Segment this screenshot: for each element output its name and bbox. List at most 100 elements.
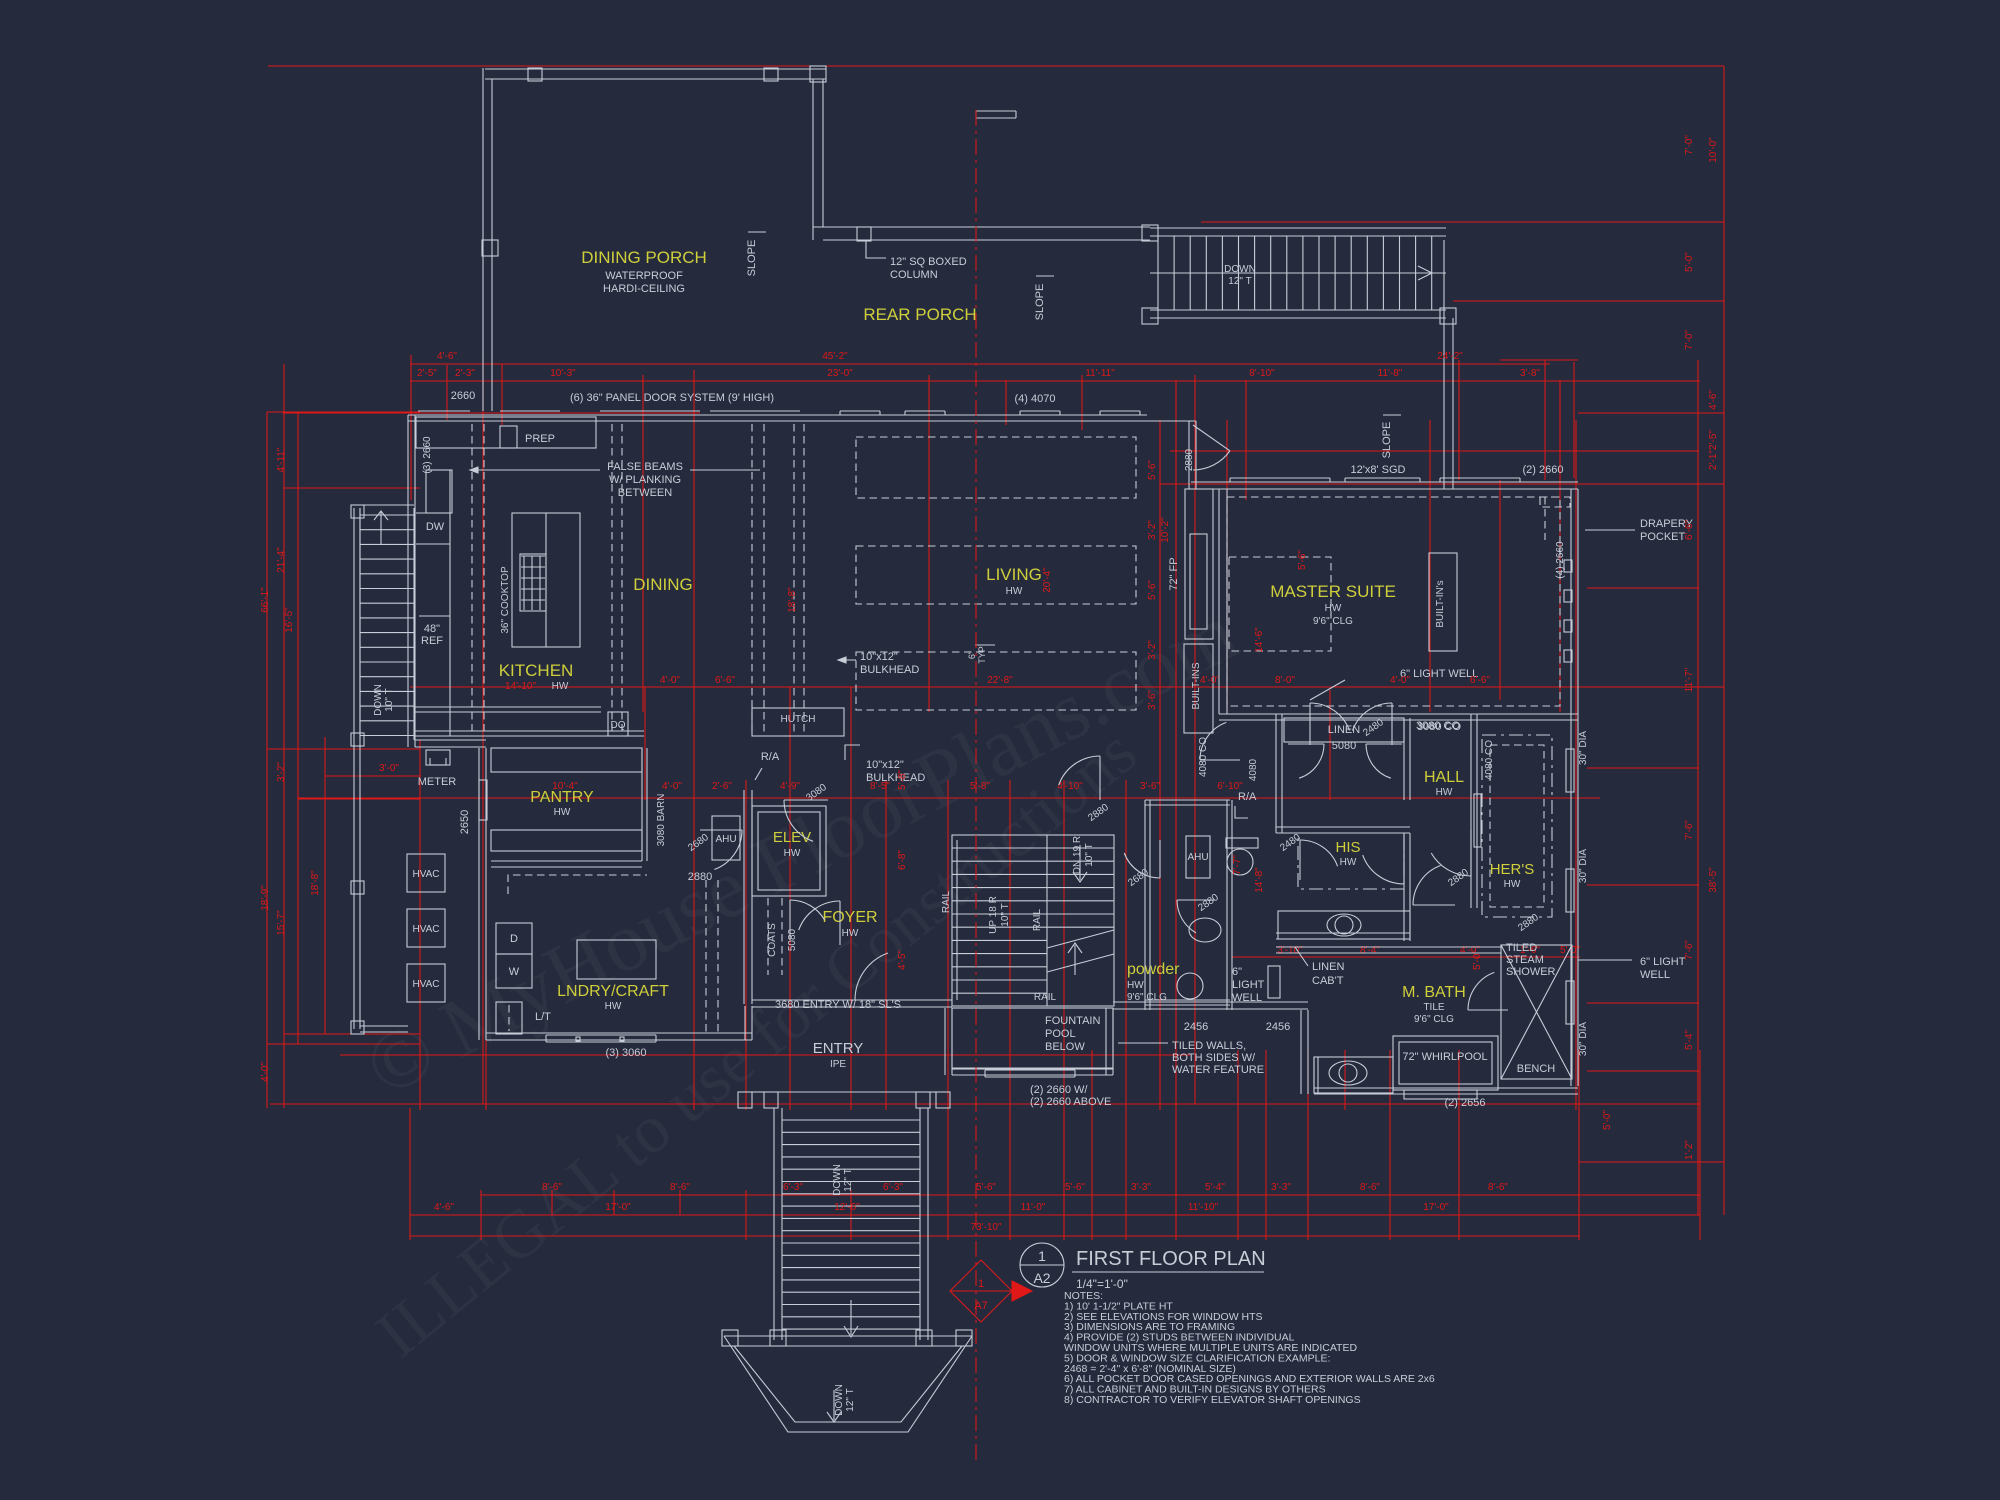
svg-text:2'-5": 2'-5"	[1708, 430, 1719, 450]
svg-text:HW: HW	[1436, 787, 1453, 798]
svg-text:L/T: L/T	[535, 1011, 551, 1023]
svg-text:HW: HW	[842, 928, 859, 939]
svg-text:45'-2": 45'-2"	[822, 351, 848, 362]
svg-text:BELOW: BELOW	[1045, 1041, 1085, 1053]
svg-text:D: D	[510, 933, 518, 945]
svg-text:2456: 2456	[1184, 1021, 1208, 1033]
svg-text:6": 6"	[967, 651, 977, 659]
svg-text:16'-5": 16'-5"	[284, 607, 295, 633]
svg-text:NOTES:: NOTES:	[1064, 1290, 1103, 1302]
svg-text:A2: A2	[1033, 1270, 1050, 1286]
svg-text:(2) 2660 ABOVE: (2) 2660 ABOVE	[1030, 1096, 1111, 1108]
svg-text:4'-6": 4'-6"	[437, 351, 457, 362]
svg-text:7'-0": 7'-0"	[1684, 135, 1695, 155]
svg-text:2'-1": 2'-1"	[1708, 450, 1719, 470]
svg-text:BOTH SIDES W/: BOTH SIDES W/	[1172, 1052, 1256, 1064]
svg-text:REF: REF	[421, 635, 443, 647]
svg-text:10" T: 10" T	[1000, 903, 1011, 926]
svg-text:HARDI-CEILING: HARDI-CEILING	[603, 283, 685, 295]
svg-text:5'-6": 5'-6"	[1147, 460, 1158, 480]
svg-text:BUILT-IN's: BUILT-IN's	[1435, 580, 1446, 627]
svg-text:RAIL: RAIL	[1034, 992, 1057, 1003]
svg-text:11'-10": 11'-10"	[1188, 1202, 1219, 1213]
svg-text:5080: 5080	[787, 928, 798, 951]
svg-text:CAB'T: CAB'T	[1312, 975, 1344, 987]
svg-text:AHU: AHU	[715, 834, 736, 845]
svg-text:FALSE BEAMS: FALSE BEAMS	[607, 461, 683, 473]
svg-text:6" LIGHT WELL: 6" LIGHT WELL	[1400, 668, 1478, 680]
svg-text:FOYER: FOYER	[822, 909, 877, 926]
svg-text:TILE: TILE	[1423, 1002, 1444, 1013]
svg-text:4'-0": 4'-0"	[660, 675, 680, 686]
svg-text:COATS: COATS	[767, 923, 778, 957]
svg-text:5) DOOR & WINDOW SIZE CLARIFI: 5) DOOR & WINDOW SIZE CLARIFICATION EXAM…	[1064, 1352, 1330, 1364]
svg-text:4080 CO: 4080 CO	[1484, 740, 1495, 780]
svg-text:30" DIA: 30" DIA	[1578, 731, 1589, 765]
svg-text:5'-0": 5'-0"	[1472, 950, 1483, 970]
svg-text:DQ: DQ	[611, 720, 626, 731]
svg-text:30" DIA: 30" DIA	[1578, 1022, 1589, 1056]
svg-text:2880: 2880	[1446, 867, 1471, 889]
svg-text:11'-11": 11'-11"	[1085, 368, 1115, 379]
svg-text:(4) 4070: (4) 4070	[1015, 393, 1056, 405]
svg-text:2680: 2680	[1126, 867, 1151, 889]
svg-text:SLOPE: SLOPE	[1034, 284, 1046, 321]
svg-text:9'6" CLG: 9'6" CLG	[1313, 616, 1353, 627]
svg-text:8'-10": 8'-10"	[1249, 368, 1275, 379]
svg-text:TYP: TYP	[977, 646, 987, 664]
svg-text:ENTRY: ENTRY	[813, 1040, 864, 1057]
svg-text:BENCH: BENCH	[1517, 1063, 1556, 1075]
svg-text:FIRST FLOOR PLAN: FIRST FLOOR PLAN	[1076, 1248, 1266, 1270]
svg-text:IPE: IPE	[830, 1059, 846, 1070]
svg-text:6'-8": 6'-8"	[897, 850, 908, 870]
svg-text:12" SQ BOXED: 12" SQ BOXED	[890, 256, 967, 268]
svg-text:72" FP: 72" FP	[1168, 557, 1180, 590]
svg-text:HVAC: HVAC	[412, 979, 439, 990]
svg-text:PREP: PREP	[525, 433, 555, 445]
svg-text:DRAPERY: DRAPERY	[1640, 518, 1694, 530]
svg-text:HW: HW	[605, 1001, 622, 1012]
svg-text:DINING: DINING	[633, 575, 693, 594]
svg-text:6'-6": 6'-6"	[1470, 675, 1490, 686]
svg-text:20'-4": 20'-4"	[1042, 567, 1053, 593]
svg-text:10"x12": 10"x12"	[866, 759, 904, 771]
svg-text:5'-6": 5'-6"	[1147, 580, 1158, 600]
svg-text:3'-10": 3'-10"	[1277, 945, 1303, 956]
svg-text:HW: HW	[554, 807, 571, 818]
svg-text:SLOPE: SLOPE	[746, 240, 758, 277]
svg-text:1: 1	[1038, 1248, 1046, 1264]
svg-text:SLOPE: SLOPE	[1381, 422, 1393, 459]
svg-text:6" LIGHT: 6" LIGHT	[1640, 956, 1686, 968]
svg-text:10'-0": 10'-0"	[1708, 137, 1719, 163]
svg-text:8'-6": 8'-6"	[1488, 1182, 1508, 1193]
svg-text:RAIL: RAIL	[941, 890, 952, 913]
svg-text:2880: 2880	[1196, 892, 1221, 914]
svg-text:ELEV: ELEV	[773, 829, 811, 846]
svg-text:4080: 4080	[1248, 758, 1259, 781]
svg-text:11'-8": 11'-8"	[1378, 368, 1403, 379]
svg-text:4) PROVIDE (2) STUDS BETWEEN: 4) PROVIDE (2) STUDS BETWEEN INDIVIDUAL	[1064, 1332, 1295, 1344]
svg-text:18'-8": 18'-8"	[787, 587, 798, 613]
svg-text:LINEN: LINEN	[1312, 961, 1344, 973]
svg-text:POCKET: POCKET	[1640, 531, 1686, 543]
svg-text:HALL: HALL	[1424, 769, 1464, 786]
svg-text:4'-6": 4'-6"	[1708, 390, 1719, 410]
svg-text:KITCHEN: KITCHEN	[499, 661, 574, 680]
svg-text:10" T: 10" T	[1084, 843, 1095, 866]
svg-text:10'-2": 10'-2"	[1160, 517, 1171, 543]
svg-text:REAR PORCH: REAR PORCH	[863, 305, 976, 324]
svg-text:POOL: POOL	[1045, 1028, 1076, 1040]
svg-text:HW: HW	[1504, 879, 1521, 890]
svg-text:WINDOW UNITS WHERE MULTIPLE UN: WINDOW UNITS WHERE MULTIPLE UNITS ARE IN…	[1064, 1342, 1357, 1354]
svg-text:2880: 2880	[1516, 912, 1541, 934]
svg-text:5'-6": 5'-6"	[1297, 550, 1308, 570]
svg-text:15'-7": 15'-7"	[276, 910, 287, 936]
svg-text:BUILT-INS: BUILT-INS	[1191, 662, 1202, 709]
svg-text:4'-9": 4'-9"	[780, 781, 800, 792]
svg-text:6'-6": 6'-6"	[715, 675, 735, 686]
svg-text:5'-6": 5'-6"	[976, 1182, 996, 1193]
svg-text:12" T: 12" T	[1228, 276, 1251, 287]
svg-text:TILED: TILED	[1506, 942, 1537, 954]
svg-text:HW: HW	[784, 848, 801, 859]
svg-text:METER: METER	[418, 776, 457, 788]
